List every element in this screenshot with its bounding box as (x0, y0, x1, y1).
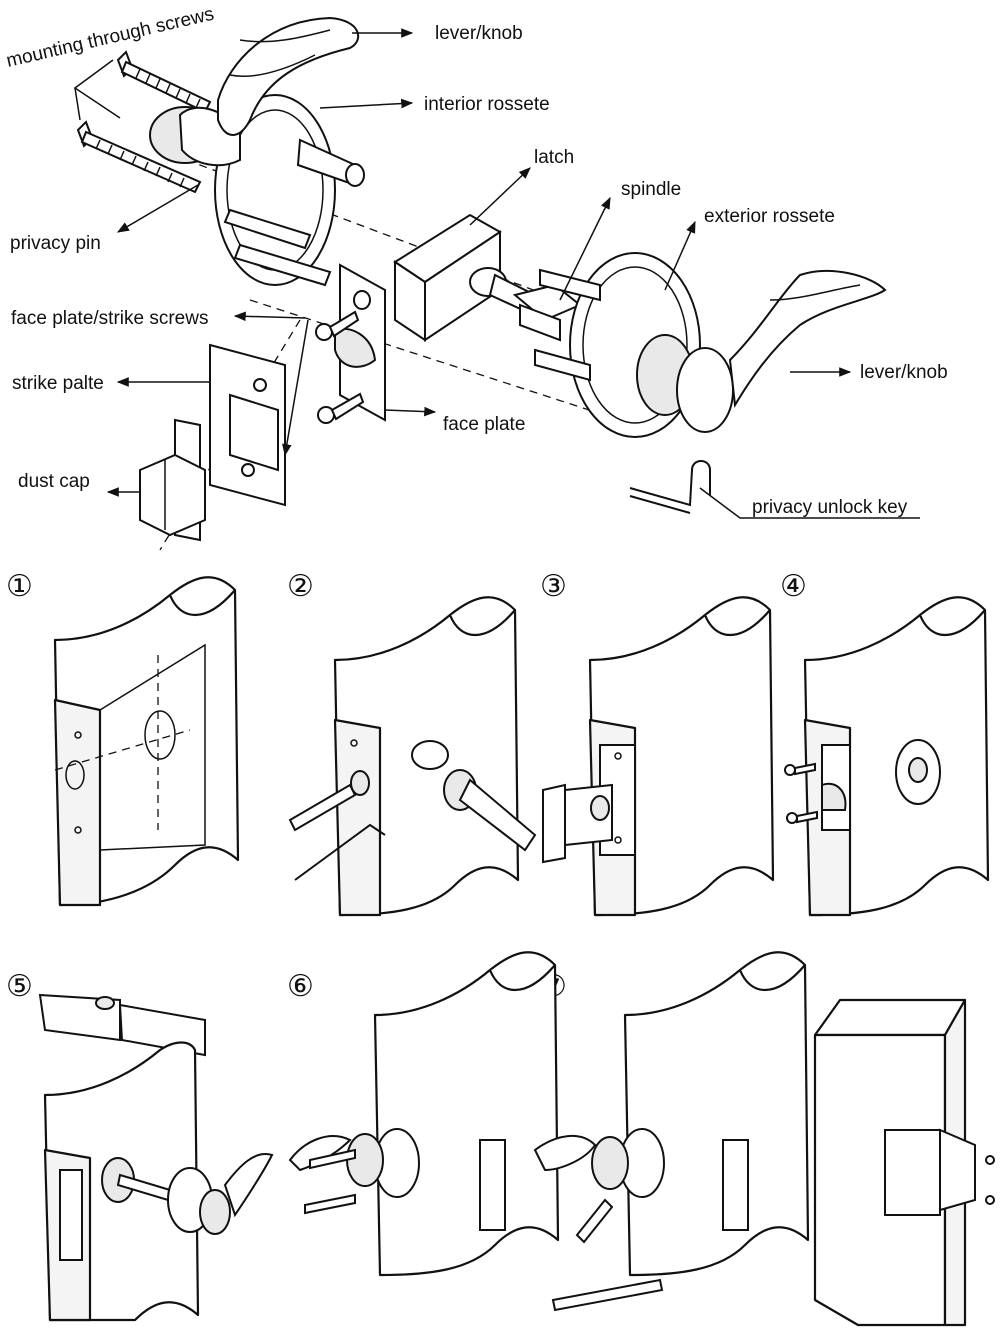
step-number-4: ④ (780, 569, 807, 604)
label-dust-cap: dust cap (18, 471, 90, 492)
label-latch: latch (534, 147, 574, 168)
step-8-install-strike (813, 998, 995, 1327)
label-lever-knob-top: lever/knob (435, 23, 523, 44)
step-3-insert-latch (542, 596, 775, 917)
step-number-2: ② (287, 569, 314, 604)
step-1-marking-template (53, 576, 240, 907)
privacy-unlock-key (629, 460, 711, 514)
mounting-screws (76, 50, 212, 194)
interior-lever-assembly (149, 16, 365, 287)
label-exterior-rossete: exterior rossete (704, 206, 835, 227)
label-strike-plate: strike palte (12, 373, 104, 394)
label-privacy-unlock-key: privacy unlock key (752, 497, 908, 518)
label-lever-knob-right: lever/knob (860, 362, 948, 383)
label-spindle: spindle (621, 179, 681, 200)
privacy-pin-leader (116, 184, 199, 233)
strike-plate-assembly (139, 343, 286, 542)
mounting-screws-leader (73, 59, 121, 119)
label-privacy-pin: privacy pin (10, 233, 101, 254)
screws-leader (233, 311, 306, 322)
label-face-plate: face plate (443, 414, 525, 435)
step-5-insert-spindle (38, 993, 274, 1322)
step-6-attach-interior-lever (288, 951, 560, 1277)
step-7-tighten-screws (533, 951, 810, 1312)
face-plate-leader (384, 406, 437, 417)
spindle-leader (559, 196, 611, 301)
latch (334, 213, 547, 422)
step-number-5: ⑤ (6, 969, 33, 1004)
face-plate-screws (315, 310, 365, 424)
label-face-plate-strike-screws: face plate/strike screws (11, 308, 208, 329)
step-2-drilling (288, 596, 537, 917)
step-4-screw-face-plate (784, 596, 990, 917)
label-interior-rossete: interior rossete (424, 94, 550, 115)
latch-leader (469, 167, 531, 226)
interior-rossete-leader (319, 98, 414, 109)
step-number-6: ⑥ (287, 969, 314, 1004)
exploded-view: mounting through screws lever/knob inter… (4, 4, 948, 551)
exterior-lever-assembly (534, 252, 887, 438)
step-number-3: ③ (540, 569, 567, 604)
privacy-key-leader (699, 487, 920, 519)
step-number-1: ① (6, 569, 33, 604)
exterior-rossete-leader (664, 220, 696, 291)
